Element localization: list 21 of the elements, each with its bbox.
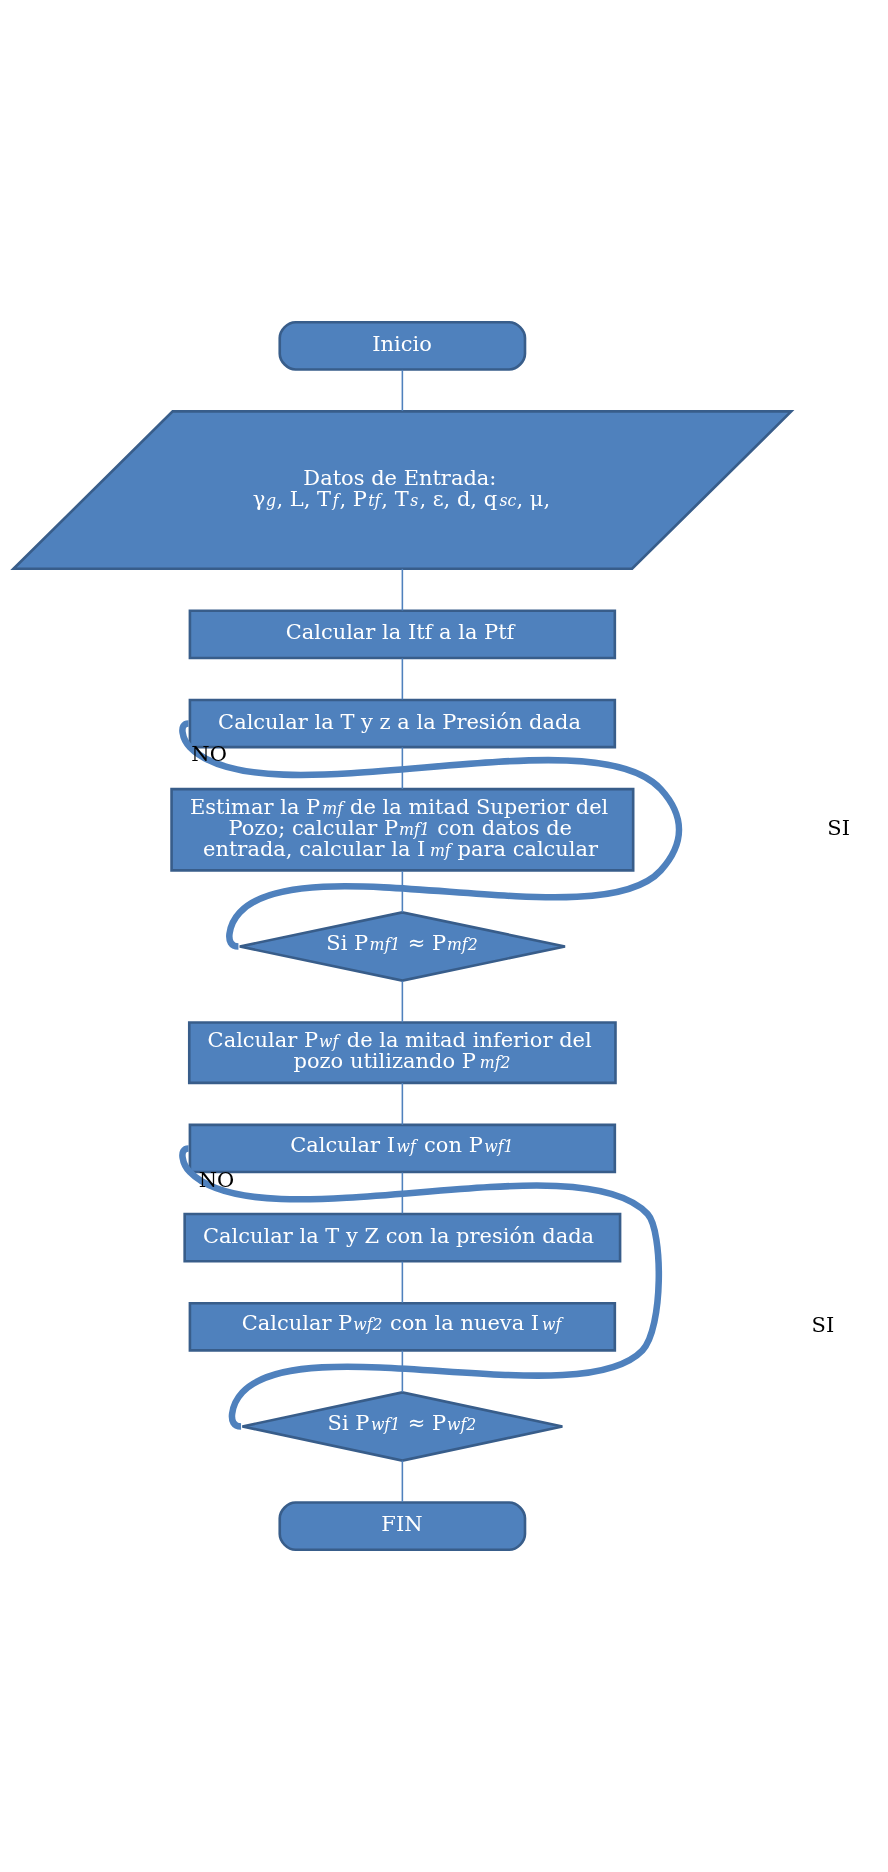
node-box: Inicio bbox=[278, 320, 527, 371]
connector bbox=[401, 746, 404, 790]
node-diamond: Si Pwf1 ≈ Pwf2 bbox=[241, 1391, 564, 1462]
label: SI bbox=[827, 815, 850, 840]
connector bbox=[401, 1459, 404, 1503]
label: SI bbox=[811, 1312, 835, 1337]
connector bbox=[401, 1349, 404, 1393]
node-diamond: Si Pmf1 ≈ Pmf2 bbox=[238, 911, 567, 982]
connector bbox=[401, 980, 404, 1024]
connector bbox=[179, 1146, 662, 1430]
connector bbox=[401, 568, 404, 612]
connector bbox=[401, 369, 404, 412]
connector bbox=[179, 721, 683, 950]
connector bbox=[401, 657, 404, 701]
connector bbox=[401, 1171, 404, 1215]
node-box: Calcular la T y Z con la presión dada bbox=[183, 1212, 622, 1263]
node-box: Calcular la Itf a la Ptf bbox=[188, 609, 617, 660]
connector bbox=[401, 1260, 404, 1304]
connector bbox=[401, 1082, 404, 1126]
connector bbox=[401, 870, 404, 914]
node-box: FIN bbox=[278, 1501, 527, 1552]
